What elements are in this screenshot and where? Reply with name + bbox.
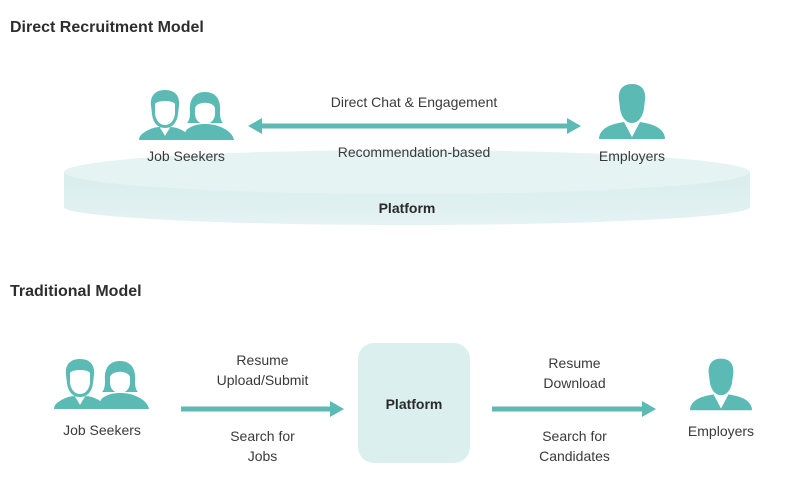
direct-employers-label: Employers (598, 148, 666, 164)
search-jobs-label-2: Jobs (247, 448, 278, 464)
traditional-platform-label: Platform (385, 396, 443, 412)
resume-upload-label-2: Upload/Submit (216, 372, 309, 388)
direct-platform-label: Platform (378, 200, 436, 216)
traditional-model-title: Traditional Model (10, 283, 142, 300)
people-pair-icon (139, 90, 234, 140)
recommendation-label: Recommendation-based (337, 144, 491, 160)
traditional-employers-label: Employers (687, 423, 755, 439)
search-jobs-label-1: Search for (230, 428, 295, 444)
businessman-icon (599, 84, 665, 139)
search-candidates-label-1: Search for (542, 428, 607, 444)
direct-chat-label: Direct Chat & Engagement (330, 94, 498, 110)
traditional-job-seekers-label: Job Seekers (63, 422, 141, 438)
businessman-icon (690, 358, 752, 411)
search-candidates-label-2: Candidates (539, 448, 610, 464)
direct-job-seekers-label: Job Seekers (147, 148, 225, 164)
direct-model-title: Direct Recruitment Model (10, 19, 204, 36)
resume-upload-label-1: Resume (236, 352, 289, 368)
platform-box (358, 343, 470, 463)
resume-download-label-1: Resume (548, 355, 601, 371)
people-pair-icon (54, 359, 149, 409)
resume-download-label-2: Download (543, 375, 606, 391)
